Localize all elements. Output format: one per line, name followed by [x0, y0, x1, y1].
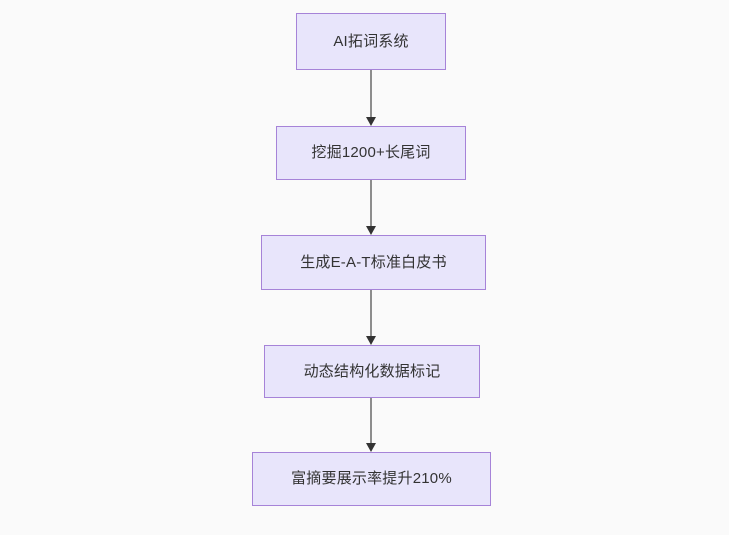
- edge-line: [370, 398, 372, 444]
- flowchart-node-n5[interactable]: 富摘要展示率提升210%: [252, 452, 491, 506]
- edge-line: [370, 70, 372, 118]
- edge-line: [370, 180, 372, 227]
- flowchart-edge-e3: [361, 290, 381, 345]
- flowchart-edge-e2: [361, 180, 381, 235]
- flowchart-edge-e4: [361, 398, 381, 452]
- arrowhead-icon: [366, 117, 376, 126]
- flowchart-node-n4[interactable]: 动态结构化数据标记: [264, 345, 480, 398]
- flowchart-node-label: AI拓词系统: [333, 32, 409, 50]
- flowchart-edge-e1: [361, 70, 381, 126]
- flowchart-node-n3[interactable]: 生成E-A-T标准白皮书: [261, 235, 486, 290]
- flowchart-node-label: 挖掘1200+长尾词: [311, 144, 431, 161]
- flowchart-node-label: 生成E-A-T标准白皮书: [300, 253, 447, 271]
- edge-line: [370, 290, 372, 337]
- flowchart-node-label: 富摘要展示率提升210%: [291, 470, 452, 487]
- arrowhead-icon: [366, 336, 376, 345]
- arrowhead-icon: [366, 443, 376, 452]
- arrowhead-icon: [366, 226, 376, 235]
- flowchart-node-label: 动态结构化数据标记: [303, 362, 441, 380]
- flowchart-node-n2[interactable]: 挖掘1200+长尾词: [276, 126, 466, 180]
- flowchart-node-n1[interactable]: AI拓词系统: [296, 13, 446, 70]
